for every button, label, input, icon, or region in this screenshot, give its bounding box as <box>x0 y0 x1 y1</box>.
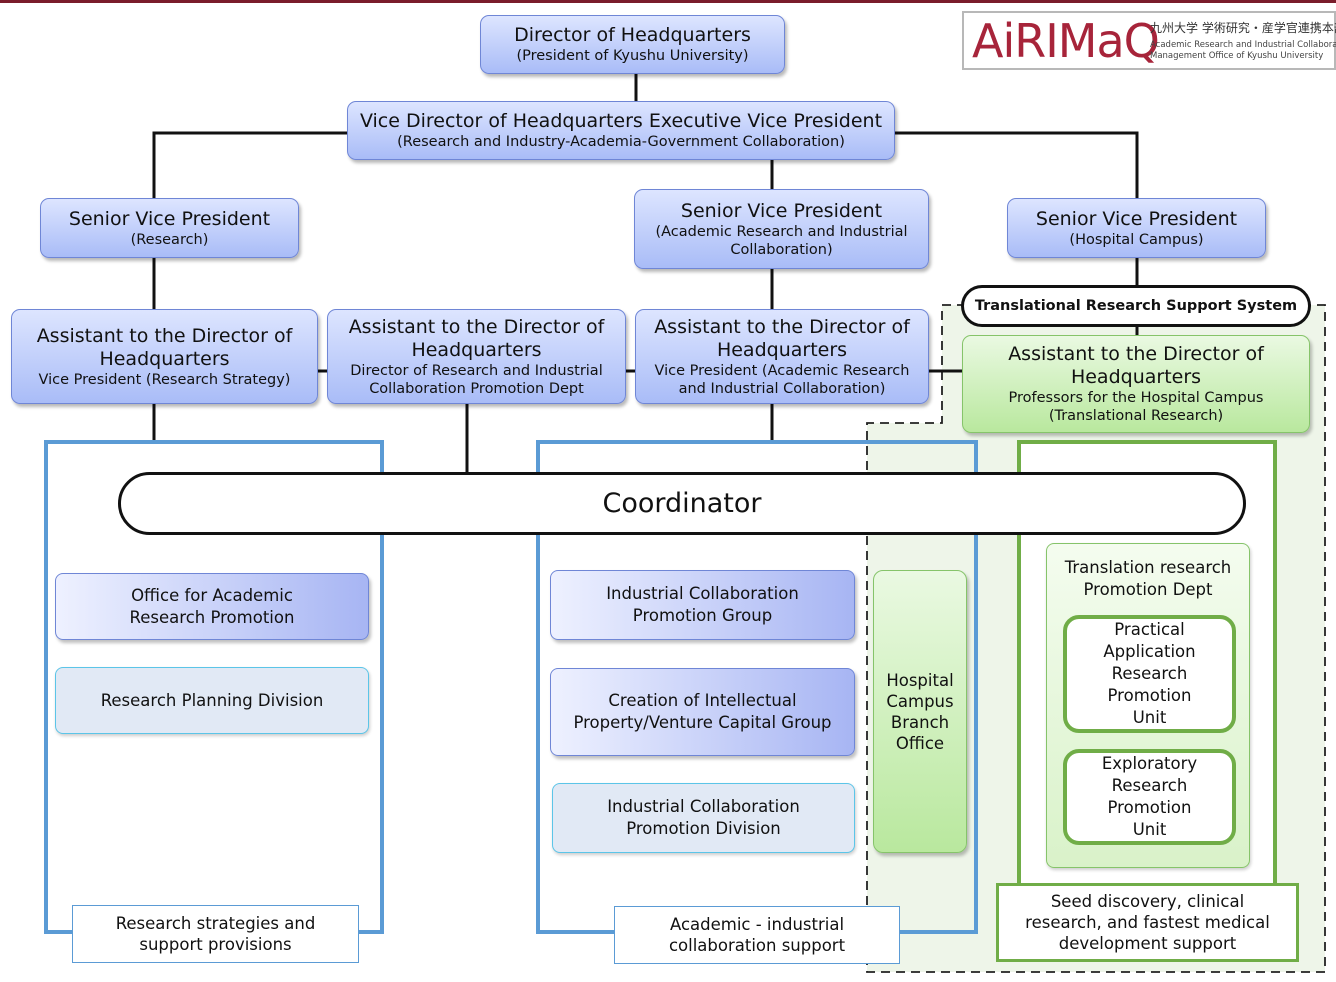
logo-wordmark: AiRIMaQ <box>972 14 1160 68</box>
svp-research-title: Senior Vice President <box>68 207 271 230</box>
icp-division-box: Industrial Collaboration Promotion Divis… <box>552 783 855 853</box>
research-section-caption: Research strategies and support provisio… <box>72 905 359 963</box>
research-planning-label: Research Planning Division <box>100 690 324 710</box>
vice-director-box: Vice Director of Headquarters Executive … <box>347 101 895 160</box>
collaboration-section-caption: Academic - industrial collaboration supp… <box>614 906 900 964</box>
director-title: Director of Headquarters <box>514 24 751 46</box>
svp-hospital-title: Senior Vice President <box>1035 207 1238 230</box>
logo-english-line1: Academic Research and Industrial Collabo… <box>1150 40 1336 50</box>
trss-pill: Translational Research Support System <box>961 285 1311 327</box>
translational-section-caption: Seed discovery, clinical research, and f… <box>996 883 1299 962</box>
assistant-promotion-dept-box: Assistant to the Director of Headquarter… <box>327 309 626 404</box>
assistant-collaboration-title: Assistant to the Director of Headquarter… <box>654 315 910 361</box>
assistant-collaboration-box: Assistant to the Director of Headquarter… <box>635 309 929 404</box>
svp-hospital-box: Senior Vice President (Hospital Campus) <box>1007 198 1266 258</box>
exploratory-research-unit-label: Exploratory Research Promotion Unit <box>1101 754 1198 839</box>
exploratory-research-unit-box: Exploratory Research Promotion Unit <box>1063 749 1236 845</box>
svp-collaboration-subtitle: (Academic Research and Industrial Collab… <box>655 223 908 258</box>
translation-research-dept-label: Translation research Promotion Dept <box>1064 558 1232 599</box>
hospital-branch-frame <box>867 440 978 934</box>
svp-collaboration-title: Senior Vice President <box>680 199 883 222</box>
icp-group-box: Industrial Collaboration Promotion Group <box>550 570 855 640</box>
assistant-hospital-box: Assistant to the Director of Headquarter… <box>962 335 1310 433</box>
trss-label: Translational Research Support System <box>974 298 1298 314</box>
practical-application-unit-box: Practical Application Research Promotion… <box>1063 615 1236 733</box>
svp-research-subtitle: (Research) <box>130 231 209 248</box>
logo-english-line2: Management Office of Kyushu University <box>1150 51 1324 61</box>
director-box: Director of Headquarters (President of K… <box>480 15 785 74</box>
icp-group-label: Industrial Collaboration Promotion Group <box>606 584 799 625</box>
research-planning-box: Research Planning Division <box>55 667 369 734</box>
assistant-promotion-dept-subtitle: Director of Research and Industrial Coll… <box>350 362 603 397</box>
svp-research-box: Senior Vice President (Research) <box>40 198 299 258</box>
practical-application-unit-label: Practical Application Research Promotion… <box>1103 620 1196 727</box>
top-accent-line <box>0 0 1336 3</box>
assistant-research-strategy-subtitle: Vice President (Research Strategy) <box>38 371 291 388</box>
coordinator-bar: Coordinator <box>118 472 1246 535</box>
assistant-hospital-subtitle: Professors for the Hospital Campus (Tran… <box>1008 390 1264 424</box>
svp-collaboration-box: Senior Vice President (Academic Research… <box>634 189 929 269</box>
assistant-collaboration-subtitle: Vice President (Academic Research and In… <box>654 362 910 397</box>
office-academic-research-box: Office for Academic Research Promotion <box>55 573 369 640</box>
assistant-promotion-dept-title: Assistant to the Director of Headquarter… <box>348 315 605 361</box>
logo-japanese-name: 九州大学 学術研究・産学官連携本部 <box>1150 21 1336 35</box>
assistant-research-strategy-title: Assistant to the Director of Headquarter… <box>36 324 293 370</box>
svp-hospital-subtitle: (Hospital Campus) <box>1069 231 1204 248</box>
coordinator-label: Coordinator <box>602 488 762 519</box>
ip-venture-group-box: Creation of Intellectual Property/Ventur… <box>550 668 855 756</box>
airimaq-logo: AiRIMaQ 九州大学 学術研究・産学官連携本部 Academic Resea… <box>962 11 1336 70</box>
vice-director-subtitle: (Research and Industry-Academia-Governme… <box>397 134 845 150</box>
vice-director-title: Vice Director of Headquarters Executive … <box>359 110 883 132</box>
icp-division-label: Industrial Collaboration Promotion Divis… <box>607 797 800 838</box>
assistant-research-strategy-box: Assistant to the Director of Headquarter… <box>11 309 318 404</box>
ip-venture-group-label: Creation of Intellectual Property/Ventur… <box>573 691 832 732</box>
assistant-hospital-title: Assistant to the Director of Headquarter… <box>1008 343 1264 388</box>
hospital-branch-office-label: Hospital Campus Branch Office <box>886 670 954 753</box>
logo-english-name: Academic Research and Industrial Collabo… <box>1150 40 1336 62</box>
director-subtitle: (President of Kyushu University) <box>516 48 749 64</box>
office-academic-research-label: Office for Academic Research Promotion <box>129 585 295 627</box>
hospital-branch-office-box: Hospital Campus Branch Office <box>873 570 967 853</box>
